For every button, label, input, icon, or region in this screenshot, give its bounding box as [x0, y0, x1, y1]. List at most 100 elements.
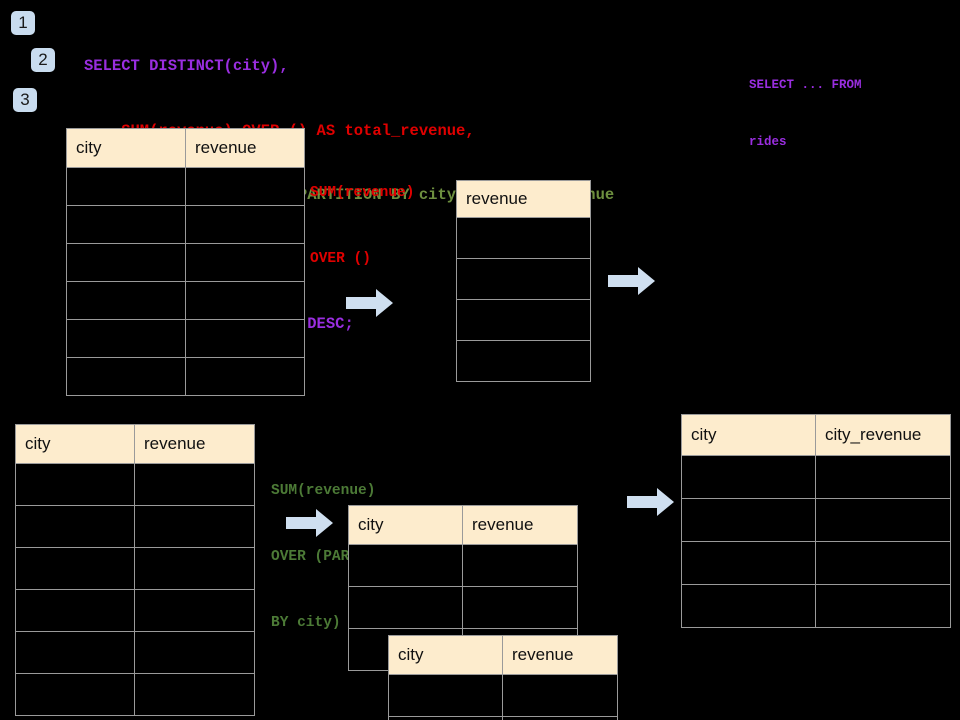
right-arrow-icon — [608, 267, 655, 295]
table-cell — [15, 673, 135, 716]
table-cell — [15, 589, 135, 632]
column-header-revenue: revenue — [502, 635, 618, 675]
table-row — [388, 674, 618, 717]
column-header-revenue: revenue — [462, 505, 578, 545]
table-cell — [134, 547, 255, 590]
table-cell — [134, 631, 255, 674]
table-cell — [348, 544, 463, 587]
step-badge-1[interactable]: 1 — [11, 11, 35, 35]
table-cell — [66, 319, 186, 358]
table-row — [456, 217, 591, 259]
table-cell — [15, 463, 135, 506]
table-cell — [185, 167, 305, 206]
table-cell — [66, 205, 186, 244]
column-header-revenue: revenue — [456, 180, 591, 218]
arrow-source-to-total — [346, 288, 394, 323]
step-badge-2[interactable]: 2 — [31, 48, 55, 72]
column-header-city: city — [348, 505, 463, 545]
table-cell — [134, 505, 255, 548]
table-cell — [502, 716, 618, 720]
right-arrow-icon — [627, 488, 674, 516]
right-arrow-icon — [286, 509, 333, 537]
table-row — [66, 205, 305, 244]
table-row — [456, 340, 591, 382]
arrow-partition-to-result — [627, 487, 675, 522]
table-cell — [185, 357, 305, 396]
table-row — [15, 631, 255, 674]
table-cell — [681, 541, 816, 585]
column-header-city-revenue: city_revenue — [815, 414, 951, 456]
table-result: city city_revenue — [681, 414, 951, 628]
table-header-row: city revenue — [388, 635, 618, 675]
table-header-row: revenue — [456, 180, 591, 218]
table-row — [15, 673, 255, 716]
table-cell — [66, 281, 186, 320]
table-row — [66, 357, 305, 396]
table-cell — [185, 319, 305, 358]
table-cell — [815, 584, 951, 628]
table-row — [456, 258, 591, 300]
callout-sum-over-partition: SUM(revenue) OVER (PARTITION BY city) — [271, 436, 402, 678]
table-cell — [134, 589, 255, 632]
table-source-bottom: city revenue — [15, 424, 255, 716]
arrow-source-to-partition — [286, 508, 334, 543]
column-header-city: city — [681, 414, 816, 456]
table-cell — [66, 167, 186, 206]
sql-line-select: SELECT DISTINCT(city), — [84, 57, 289, 75]
table-cell — [681, 584, 816, 628]
table-cell — [456, 258, 591, 300]
callout-sum-over-partition-line-1: SUM(revenue) — [271, 483, 376, 499]
table-cell — [185, 243, 305, 282]
table-cell — [185, 281, 305, 320]
table-cell — [134, 673, 255, 716]
table-cell — [815, 455, 951, 499]
table-total-revenue: revenue — [456, 180, 591, 382]
callout-select-from: SELECT ... FROM rides — [749, 38, 862, 190]
table-cell — [815, 541, 951, 585]
table-row — [681, 584, 951, 628]
table-row — [456, 299, 591, 341]
arrow-total-to-right — [608, 266, 656, 301]
table-row — [66, 319, 305, 358]
table-source-top: city revenue — [66, 128, 305, 396]
table-row — [66, 243, 305, 282]
callout-sum-over-empty-line-2: OVER () — [310, 251, 371, 267]
table-cell — [462, 544, 578, 587]
callout-sum-over-empty: SUM(revenue) OVER () — [310, 138, 414, 314]
table-header-row: city city_revenue — [681, 414, 951, 456]
right-arrow-icon — [346, 289, 393, 317]
table-cell — [462, 586, 578, 629]
table-row — [66, 167, 305, 206]
table-cell — [66, 243, 186, 282]
column-header-city: city — [15, 424, 135, 464]
table-cell — [388, 674, 503, 717]
callout-sum-over-empty-line-1: SUM(revenue) — [310, 185, 415, 201]
step-badge-3[interactable]: 3 — [13, 88, 37, 112]
step-badge-2-label: 2 — [38, 50, 48, 69]
table-cell — [456, 299, 591, 341]
table-cell — [15, 631, 135, 674]
table-cell — [502, 674, 618, 717]
table-header-row: city revenue — [66, 128, 305, 168]
column-header-revenue: revenue — [185, 128, 305, 168]
table-cell — [681, 455, 816, 499]
table-row — [388, 716, 618, 720]
table-row — [15, 589, 255, 632]
table-row — [681, 498, 951, 542]
callout-select-from-line-2: rides — [749, 135, 787, 149]
table-row — [348, 544, 578, 587]
callout-select-from-line-1: SELECT ... FROM — [749, 78, 862, 92]
table-cell — [456, 217, 591, 259]
table-cell — [388, 716, 503, 720]
step-badge-1-label: 1 — [18, 13, 28, 32]
table-partition-front: city revenue — [388, 635, 618, 720]
table-header-row: city revenue — [15, 424, 255, 464]
table-cell — [15, 505, 135, 548]
step-badge-3-label: 3 — [20, 90, 30, 109]
table-row — [15, 505, 255, 548]
table-row — [15, 547, 255, 590]
table-cell — [456, 340, 591, 382]
table-cell — [134, 463, 255, 506]
column-header-city: city — [66, 128, 186, 168]
